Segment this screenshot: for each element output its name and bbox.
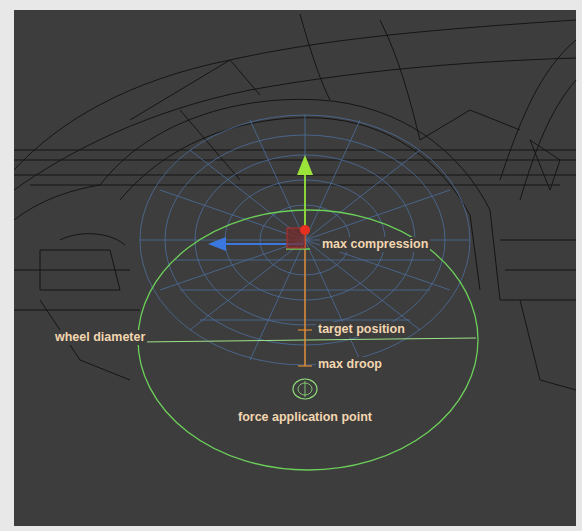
callout-label: max compression: [320, 237, 430, 252]
suspension-gizmo: [138, 155, 478, 470]
callout-label: force application point: [236, 410, 374, 425]
car-wireframe: [14, 14, 576, 390]
wheel-wireframe: [140, 115, 470, 365]
callout-label: wheel diameter: [53, 330, 147, 345]
callout-label: max droop: [316, 357, 384, 372]
callout-label: target position: [316, 322, 407, 337]
viewport-ground: [14, 10, 576, 526]
